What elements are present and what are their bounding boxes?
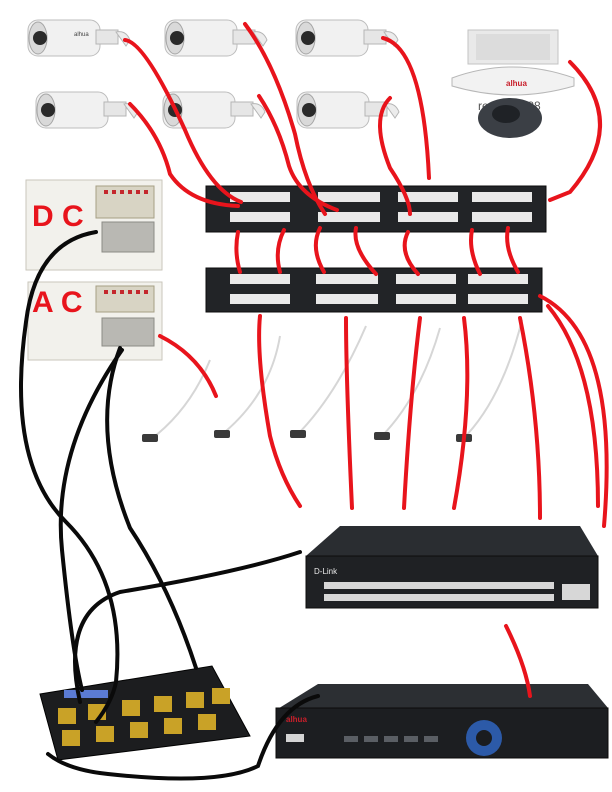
camera-brand-label: alhua: [74, 32, 89, 38]
dome-brand-label: alhua: [506, 79, 527, 88]
patch-panel-top: [205, 185, 547, 233]
nvr-brand-label: alhua: [286, 715, 307, 724]
patch-panel-bottom: [205, 267, 543, 313]
power-balun-leads: [149, 319, 523, 441]
balun-connectors: [142, 430, 472, 442]
network-video-recorder: alhua: [275, 684, 609, 759]
bullet-camera-6: [296, 91, 400, 129]
network-switch: D-Link: [305, 526, 599, 609]
ac-power-supply-box: A C: [27, 281, 163, 361]
dc-power-supply-box: D C: [25, 179, 163, 271]
bullet-camera-3: [295, 19, 399, 57]
data-cables: [123, 22, 609, 698]
dc-label: D C: [32, 200, 84, 233]
power-cables: [19, 230, 320, 781]
bullet-camera-5: [162, 91, 266, 129]
ptz-dome-camera: alhua re No: 1088: [451, 29, 575, 138]
bullet-camera-1: alhua: [27, 19, 131, 57]
ac-label: A C: [32, 286, 83, 319]
power-distribution-strip: [39, 665, 251, 761]
switch-brand-label: D-Link: [314, 567, 338, 576]
bullet-camera-4: [35, 91, 139, 129]
bullet-camera-2: [164, 19, 268, 57]
